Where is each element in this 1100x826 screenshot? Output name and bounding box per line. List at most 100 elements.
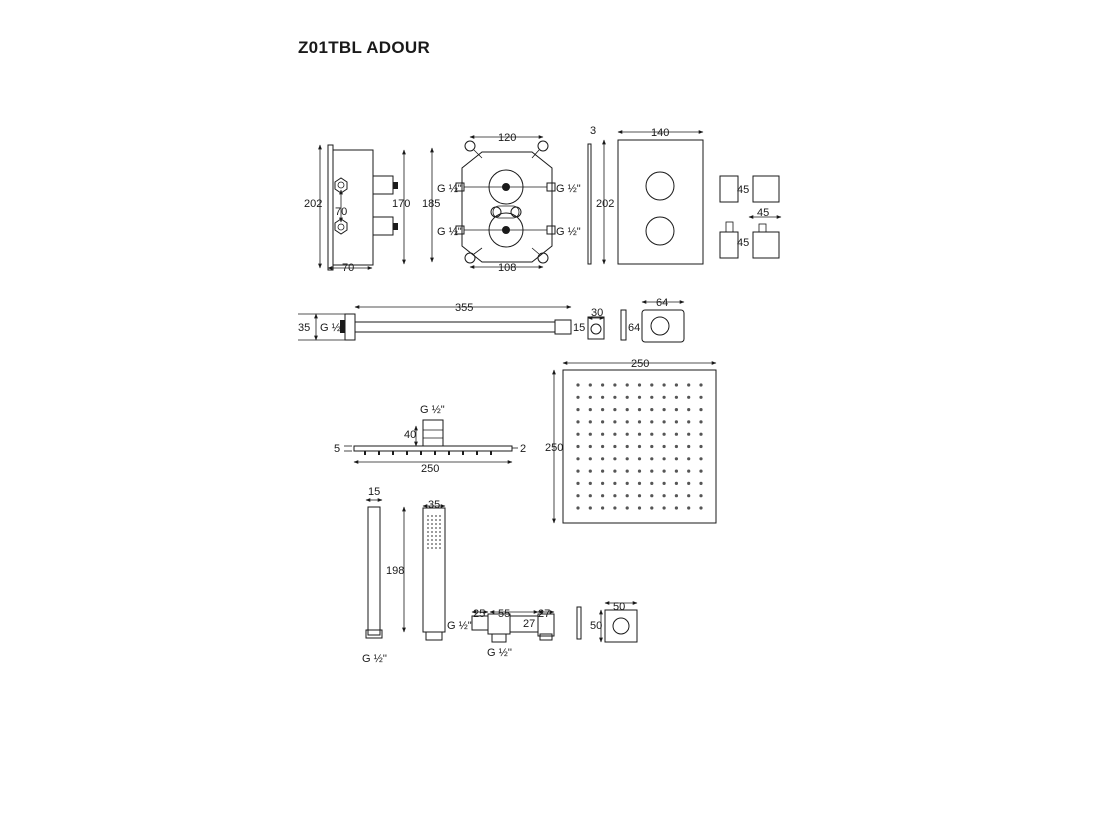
nozzle-dot (687, 432, 691, 436)
nozzle-dot (674, 408, 679, 412)
hand-nozzle-dot (439, 547, 441, 549)
hand-nozzle-dot (431, 527, 433, 529)
nozzle-dot (637, 395, 642, 399)
nozzle-dot (699, 420, 703, 424)
outlet-square-height-label: 64 (628, 322, 640, 334)
nozzle-dot (650, 494, 654, 498)
nozzle-dot (699, 383, 703, 387)
nozzle-dot (625, 481, 629, 485)
nozzle-dot (588, 408, 592, 412)
nozzle-dot (637, 481, 642, 485)
nozzle-dot (613, 408, 617, 412)
nozzle-dot (613, 506, 617, 510)
head-width-label: 250 (421, 463, 439, 475)
nozzle-dot (650, 469, 654, 473)
nozzle-dot (674, 383, 679, 387)
head-plan-height-label: 250 (545, 442, 563, 454)
nozzle-dot (601, 432, 605, 436)
nozzle-dot (588, 395, 592, 399)
hand-nozzle-dot (427, 539, 429, 541)
hand-nozzle-dot (439, 543, 441, 545)
nozzle-dot (637, 444, 642, 449)
nozzle-dot (674, 494, 679, 498)
nozzle-dot (625, 469, 629, 473)
nozzle-dot (588, 383, 592, 387)
nozzle-dot (613, 444, 617, 449)
nozzle-dot (601, 457, 605, 461)
nozzle-dot (650, 444, 654, 449)
arm-flange-height-label: 35 (298, 322, 310, 334)
nozzle-dot (613, 494, 617, 498)
nozzle-dot (601, 420, 605, 424)
nozzle-dot (699, 494, 703, 498)
nozzle-dot (601, 444, 605, 449)
valve-thread-label: G ½" (437, 183, 462, 195)
valve-thread-label: G ½" (556, 183, 581, 195)
hand-nozzle-dot (427, 547, 429, 549)
nozzle-dot (650, 481, 654, 485)
hand-nozzle-dot (435, 527, 437, 529)
head-plan-width-label: 250 (631, 358, 649, 370)
faceplate-height-label: 202 (596, 198, 614, 210)
valve-side-view: 202 170 70 70 (304, 144, 410, 274)
hand-nozzle-dot (431, 519, 433, 521)
nozzle-dot (699, 506, 703, 510)
hand-nozzle-dot (427, 527, 429, 529)
nozzle-dot (650, 432, 654, 436)
arm-outlet-width-label: 30 (591, 307, 603, 319)
nozzle-dot (662, 506, 666, 510)
valve-front-view: G ½" G ½" G ½" G ½" 120 108 185 (422, 132, 581, 274)
nozzle-dot (650, 506, 654, 510)
nozzle-dot (687, 395, 691, 399)
hand-shower-view: 35 (422, 499, 446, 641)
hose-holder-length-label: 198 (386, 565, 404, 577)
hand-nozzle-dot (439, 535, 441, 537)
diverter-outlet-label: 27 (538, 608, 550, 620)
nozzle-dot (687, 506, 691, 510)
product-title: Z01TBL ADOUR (298, 38, 431, 57)
hose-holder-thread-label: G ½'' (362, 653, 387, 665)
nozzle-dot (650, 383, 654, 387)
hand-nozzle-dot (431, 535, 433, 537)
nozzle-dot (588, 457, 592, 461)
nozzle-dot (662, 481, 666, 485)
nozzle-dot (674, 506, 679, 510)
nozzle-dot (687, 383, 691, 387)
nozzle-grid (576, 383, 703, 510)
nozzle-dot (588, 494, 592, 498)
nozzle-dot (674, 457, 679, 461)
nozzle-dot (637, 432, 642, 436)
valve-side-height-label: 202 (304, 198, 322, 210)
diverter-height-label: 27 (523, 618, 535, 630)
arm-length-label: 355 (455, 302, 473, 314)
diverter-thread-in-label: G ½" (447, 620, 472, 632)
head-neck-height-label: 40 (404, 429, 416, 441)
faceplate-thickness-label: 3 (590, 125, 596, 137)
hand-nozzle-dot (435, 547, 437, 549)
nozzle-dot (625, 457, 629, 461)
nozzle-dot (576, 494, 580, 498)
hand-nozzle-dot (431, 543, 433, 545)
nozzle-dot (687, 494, 691, 498)
hand-nozzle-dot (427, 515, 429, 517)
hand-nozzle-dot (435, 539, 437, 541)
nozzle-dot (662, 383, 666, 387)
valve-thread-label: G ½" (437, 226, 462, 238)
valve-thread-label: G ½" (556, 226, 581, 238)
faceplate-width-label: 140 (651, 127, 669, 139)
bracket-height-label: 50 (590, 620, 602, 632)
nozzle-dot (699, 408, 703, 412)
nozzle-dot (674, 481, 679, 485)
hand-nozzle-dot (435, 531, 437, 533)
hand-nozzle-dot (427, 535, 429, 537)
hand-nozzle-dot (431, 539, 433, 541)
hand-nozzle-dot (431, 515, 433, 517)
nozzle-dot (625, 506, 629, 510)
nozzle-dot (588, 444, 592, 449)
diverter-view: 25 55 27 27 G ½" G ½'' (447, 608, 555, 659)
valve-front-bottom-width-label: 108 (498, 262, 516, 274)
holder-bracket-view: 50 50 (576, 601, 638, 643)
nozzle-dot (613, 395, 617, 399)
hand-nozzle-dot (435, 535, 437, 537)
hand-nozzle-dot (431, 531, 433, 533)
